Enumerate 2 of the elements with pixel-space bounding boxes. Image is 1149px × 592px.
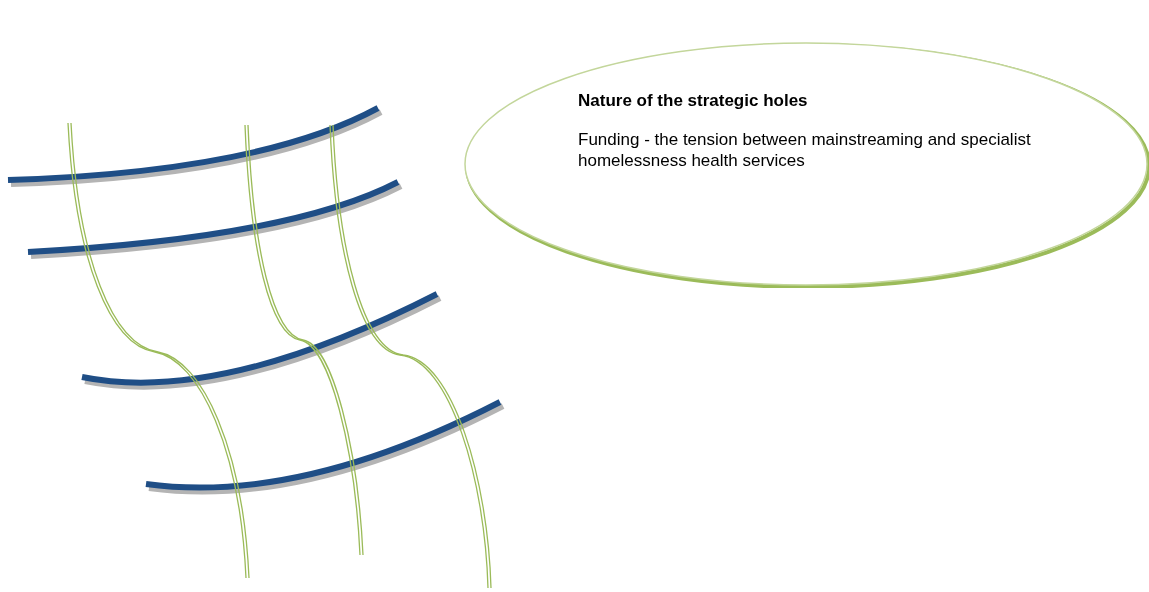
ellipse-text: Funding - the tension between mainstreaming and specialist homelessness health services bbox=[578, 129, 1032, 171]
ellipse-heading: Nature of the strategic holes bbox=[578, 90, 809, 111]
